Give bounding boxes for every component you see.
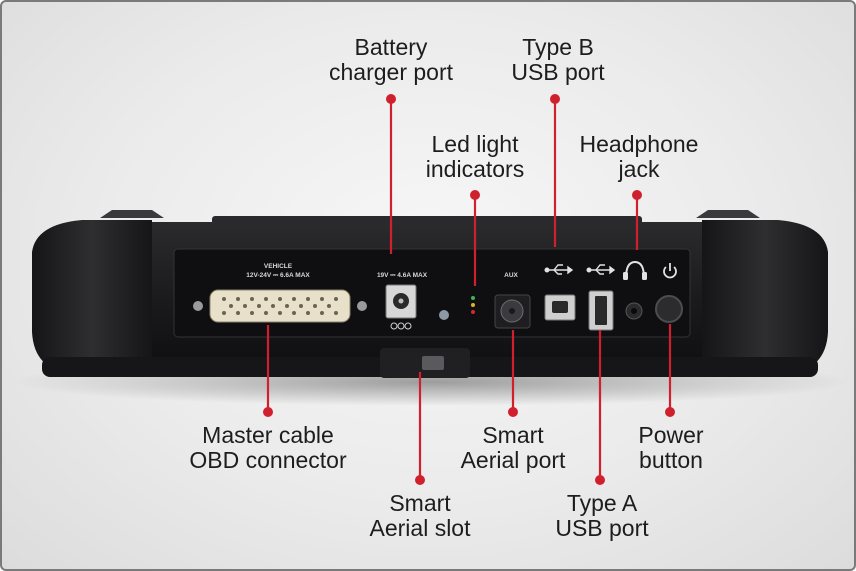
label-master-cable-obd-connector: Master cable OBD connector [189,423,346,473]
label-line: Type A [566,490,638,516]
usb-a-icon [586,264,616,275]
left-bumper [32,220,152,374]
aerial-slot [422,356,444,370]
power-button[interactable] [655,295,683,323]
label-type-a-usb-port: Type A USB port [555,491,648,541]
aux-port-center [509,308,515,314]
label-line: Master cable [202,422,334,448]
usb-b-icon [544,264,574,275]
right-bumper [702,220,828,374]
obd-connector [209,289,351,323]
label-battery-charger-port: Battery charger port [329,35,453,85]
label-smart-aerial-port: Smart Aerial port [461,423,566,473]
label-line: indicators [425,156,525,182]
label-type-b-usb-port: Type B USB port [511,35,604,85]
usb-b-port-inner [552,301,568,313]
label-line: charger port [328,59,454,85]
leader-dots [263,94,675,485]
ambient-sensor [439,310,449,320]
charger-port-pin [398,298,404,304]
obd-pins [222,297,338,315]
led-yellow [471,303,475,307]
led-red [471,310,475,314]
label-line: Type B [522,34,594,60]
obd-screw-right [357,301,367,311]
right-latch [696,210,760,218]
vehicle-label: VEHICLE [264,263,293,270]
left-latch [100,210,164,218]
label-line: Smart [482,422,544,448]
led-green-1 [471,296,475,300]
label-line: button [639,447,703,473]
power-icon [663,263,677,279]
polarity-icon [390,322,412,330]
aux-label: AUX [504,272,518,279]
label-line: Battery [354,34,428,60]
label-line: Headphone [579,131,699,157]
leader-lines [266,99,672,480]
label-headphone-jack: Headphone jack [580,132,699,182]
obd-screw-left [193,301,203,311]
label-led-light-indicators: Led light indicators [426,132,524,182]
label-line: Aerial slot [369,515,471,541]
label-line: USB port [555,515,649,541]
usb-a-port-inner [595,296,607,325]
label-line: Power [638,422,704,448]
vehicle-rating: 12V-24V ⎓ 6.6A MAX [246,272,310,279]
label-power-button: Power button [638,423,703,473]
headphone-icon [623,260,647,280]
headphone-jack-hole [631,308,637,314]
label-line: jack [618,156,660,182]
label-smart-aerial-slot: Smart Aerial slot [370,491,471,541]
charger-rating: 19V ⎓ 4.6A MAX [377,272,428,279]
label-line: OBD connector [189,447,347,473]
label-line: Smart [389,490,451,516]
label-line: Aerial port [460,447,566,473]
label-line: Led light [431,131,519,157]
label-line: USB port [511,59,605,85]
